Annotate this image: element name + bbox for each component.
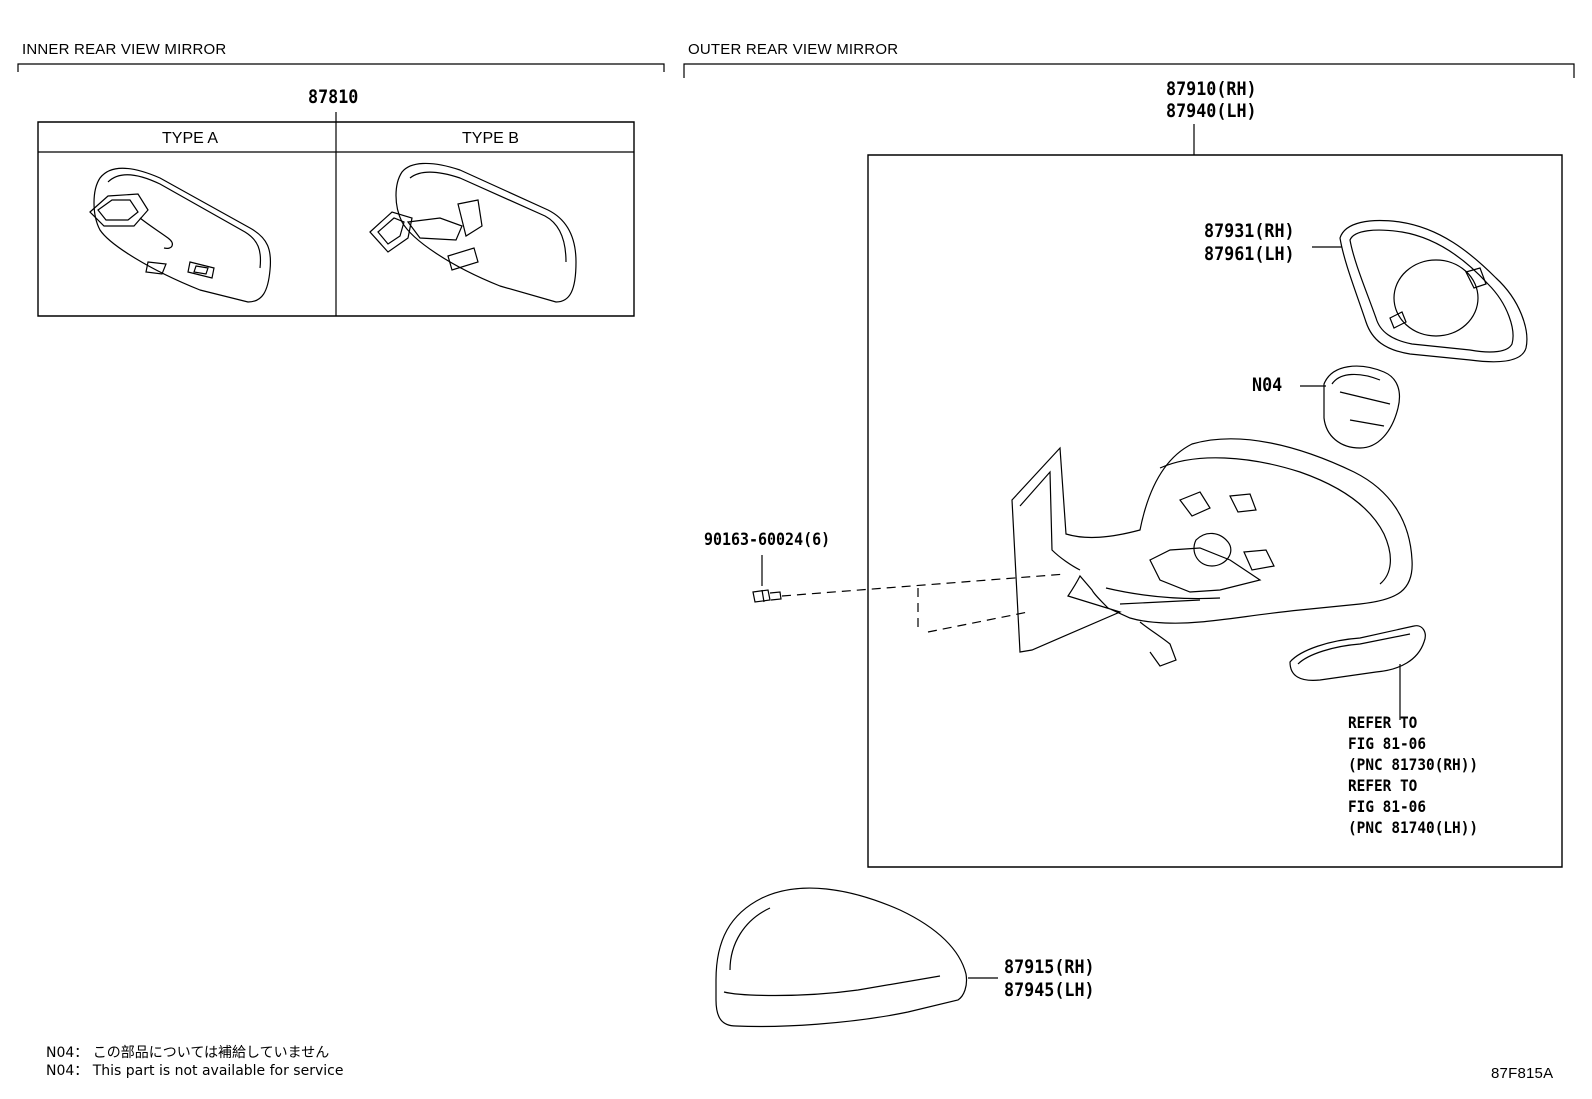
glass-part-number-rh: 87931(RH) [1204,220,1295,242]
note-japanese: N04： この部品については補給していません [46,1045,330,1061]
type-a-label: TYPE A [162,130,219,147]
turn-signal-illustration [1290,626,1425,681]
outer-section-title: OUTER REAR VIEW MIRROR [688,41,899,58]
screw-illustration [753,590,781,602]
mirror-body-illustration [1012,439,1412,666]
outer-section-bracket [684,64,1574,78]
refer-line: FIG 81-06 [1348,797,1427,816]
screw-part-number: 90163-60024(6) [704,530,831,550]
cover-part-number-rh: 87915(RH) [1004,956,1095,978]
figure-code: 87F815A [1491,1065,1554,1082]
motor-code-label: N04 [1252,374,1283,396]
mirror-cover-illustration [716,888,967,1026]
outer-assembly-box [868,155,1562,867]
type-b-label: TYPE B [462,130,519,147]
refer-line: REFER TO [1348,776,1418,795]
inner-section-title: INNER REAR VIEW MIRROR [22,41,227,58]
glass-part-number-lh: 87961(LH) [1204,243,1295,265]
cover-part-number-lh: 87945(LH) [1004,979,1095,1001]
assembly-part-number-rh: 87910(RH) [1166,78,1257,100]
type-a-mirror-illustration [90,168,270,302]
note-english: N04： This part is not available for serv… [46,1063,344,1079]
type-b-mirror-illustration [370,163,576,302]
motor-illustration [1324,366,1399,448]
refer-line: REFER TO [1348,713,1418,732]
mirror-glass-illustration [1340,221,1527,362]
inner-section-bracket [18,64,664,72]
refer-line: FIG 81-06 [1348,734,1427,753]
refer-note: REFER TO FIG 81-06 (PNC 81730(RH)) REFER… [1348,712,1478,838]
assembly-part-number-lh: 87940(LH) [1166,100,1257,122]
inner-mirror-part-number: 87810 [308,86,359,108]
refer-line: (PNC 81740(LH)) [1348,818,1479,837]
refer-line: (PNC 81730(RH)) [1348,755,1479,774]
